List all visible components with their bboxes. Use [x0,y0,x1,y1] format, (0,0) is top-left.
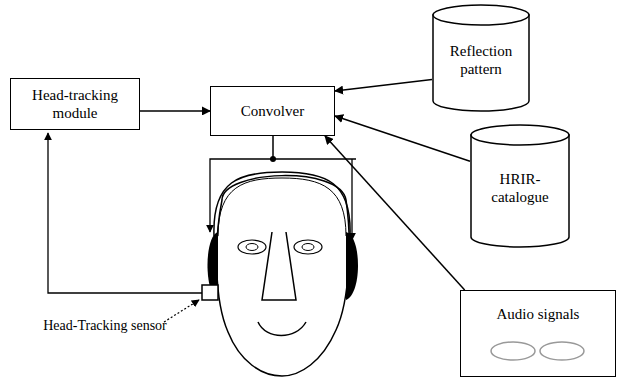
signal-ellipse [540,342,584,360]
left-channel-wire [210,159,356,232]
arrow-connector [335,116,470,161]
right-eye [294,240,322,254]
output-wire [272,136,274,158]
cylinder-top [471,125,569,145]
audio-icon [461,291,614,375]
feedback-wire [48,133,202,293]
cylinder-body [471,135,569,247]
left-eye [238,240,266,254]
signal-ellipse [491,342,535,360]
arrow-connector [335,80,432,91]
right-ear-cup [346,232,358,300]
cylinder-body [433,15,529,111]
left-pupil [246,244,258,251]
source-box: Audio signals [460,290,616,377]
node-text: Audio signals [497,305,580,323]
sensor-box [202,285,218,300]
right-pupil [302,244,314,251]
process-box: Convolver [210,86,335,136]
database-cylinder: Reflection pattern [432,4,530,112]
face-outline [217,176,350,376]
module-box: Head-tracking module [10,78,140,130]
node-text: Reflection pattern [443,42,519,78]
sensor-leader [164,300,199,322]
arrow-connector [325,136,465,290]
right-channel-wire [351,159,352,240]
sensor-label: Head-Tracking sensor [40,318,170,334]
database-cylinder: HRIR-catalogue [470,124,570,248]
mouth [258,322,306,336]
node-text: HRIR-catalogue [482,170,558,206]
cylinder-top [433,5,529,25]
headband-inner [218,178,346,236]
node-text: Head-tracking module [25,86,125,122]
arrow-connector [140,110,210,112]
node-text: Convolver [241,102,304,120]
nose [262,232,296,300]
headband [214,172,350,236]
